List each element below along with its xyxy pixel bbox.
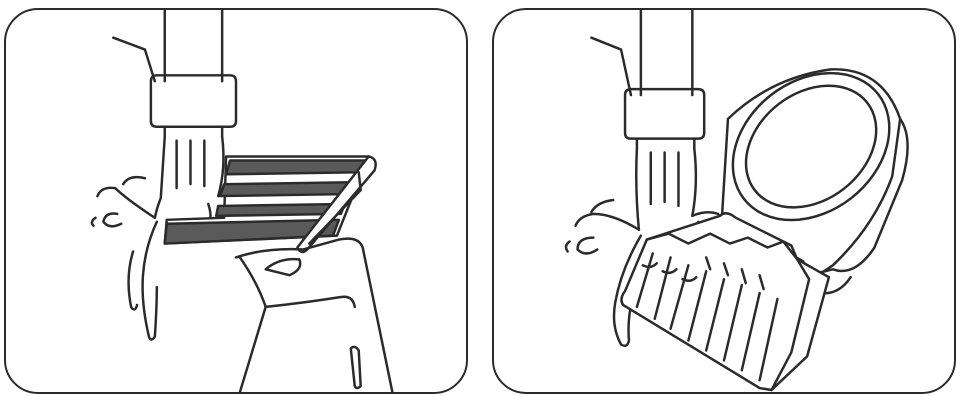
shaver-handle-icon bbox=[236, 239, 392, 392]
panel-rinse-shaver-head bbox=[4, 8, 468, 394]
panel-rinse-trimmer-comb bbox=[492, 8, 956, 394]
faucet-icon bbox=[113, 10, 236, 137]
rinse-shaver-head-under-tap-icon bbox=[6, 10, 466, 392]
rinse-trimmer-comb-under-tap-icon bbox=[494, 10, 954, 392]
faucet-icon bbox=[591, 10, 704, 149]
